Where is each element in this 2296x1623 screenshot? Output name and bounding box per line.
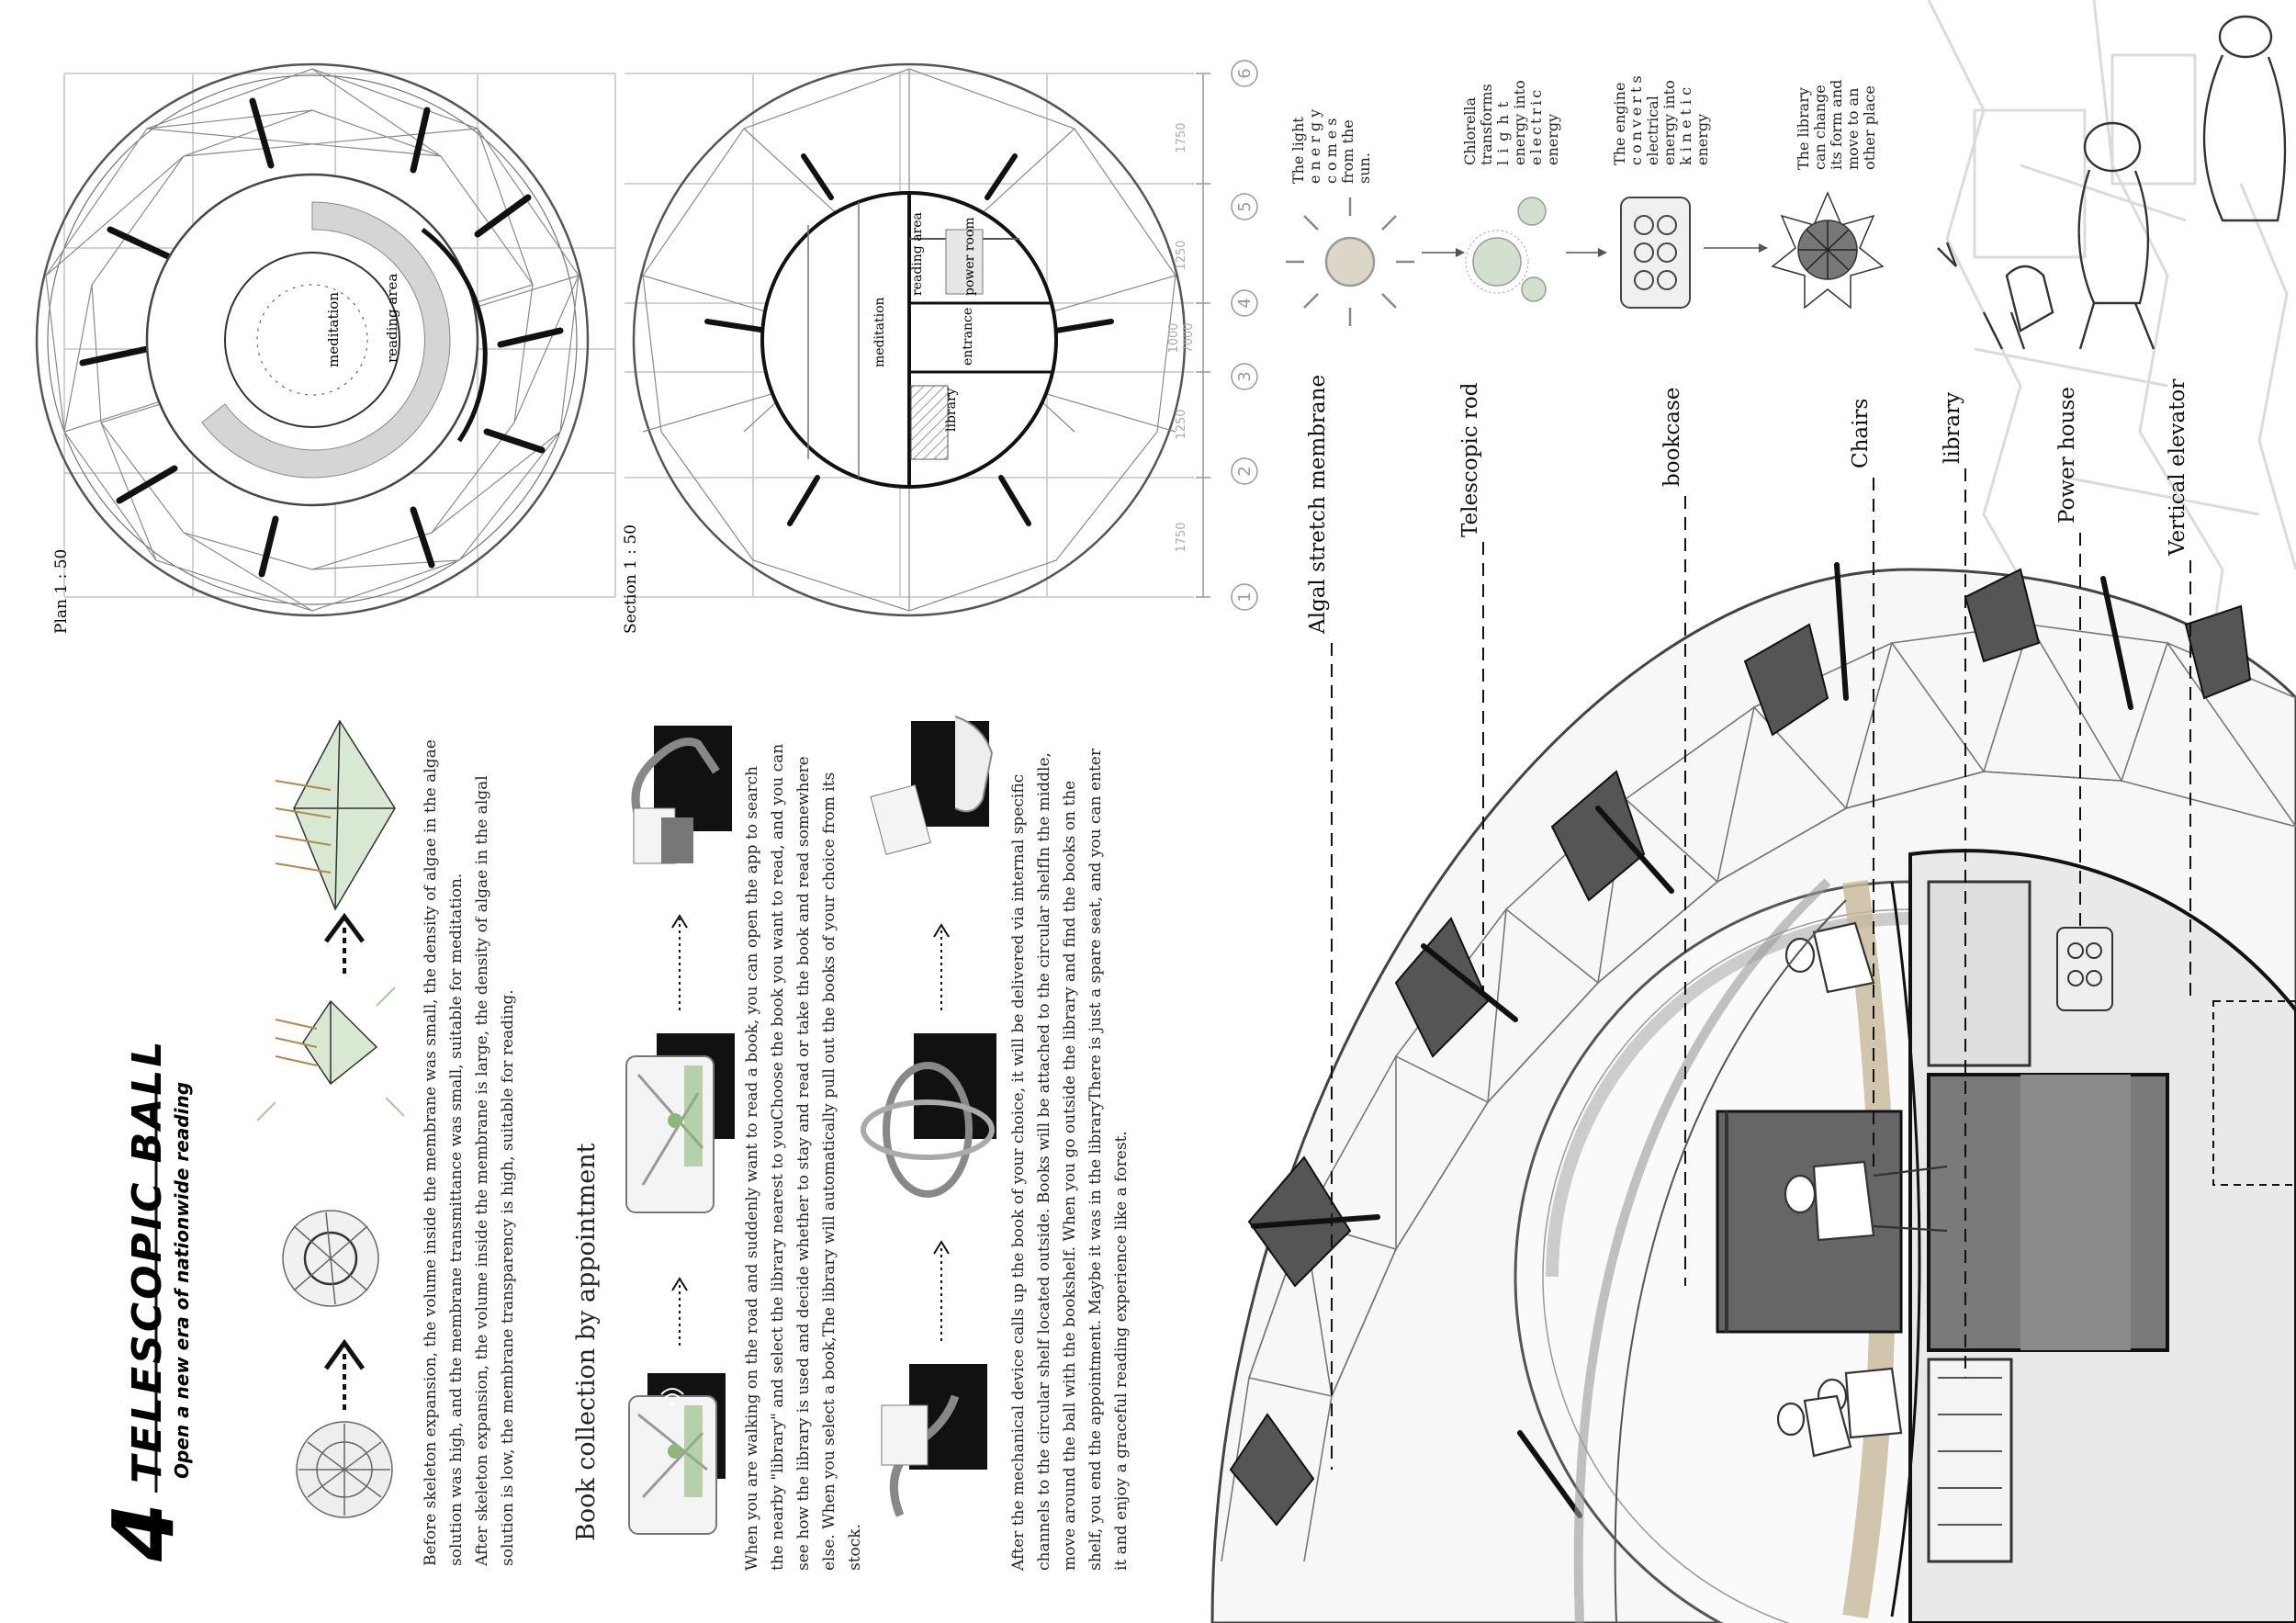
component-label-power-house: Power house bbox=[2055, 387, 2079, 524]
axis-label-3: 3 bbox=[1235, 371, 1255, 381]
expansion-arrow-1 bbox=[323, 1338, 366, 1410]
phone-map-icon bbox=[628, 1373, 726, 1535]
hand-book-icon bbox=[870, 716, 994, 855]
energy-arrowhead-2 bbox=[1598, 248, 1607, 257]
skeleton-sphere-small bbox=[296, 1421, 393, 1518]
storyboard-arrowhead-2b bbox=[933, 923, 950, 938]
axis-label-1: 1 bbox=[1235, 592, 1255, 602]
book-para1-line-3: see how the library is used and decide w… bbox=[794, 756, 813, 1571]
phone-map-icon-2 bbox=[625, 1033, 735, 1213]
book-para1-line-5: stock. bbox=[846, 1523, 864, 1571]
axis-label-2: 2 bbox=[1235, 466, 1255, 476]
component-label-membrane: Algal stretch membrane bbox=[1306, 375, 1330, 635]
section-room-library: library bbox=[944, 388, 959, 432]
sun-icon bbox=[1286, 197, 1414, 326]
plan-room-reading-area: reading area bbox=[384, 274, 400, 363]
compass-ball-icon bbox=[1771, 191, 1885, 310]
book-para2-line-5: it and enjoy a graceful reading experien… bbox=[1112, 1131, 1131, 1571]
plan-scale-label: Plan 1 : 50 bbox=[52, 549, 71, 634]
component-label-library: library bbox=[1941, 392, 1964, 464]
book-para1-line-2: the nearby "library" and select the libr… bbox=[769, 743, 787, 1571]
component-label-telescopic-rod: Telescopic rod bbox=[1458, 382, 1482, 537]
book-collection-heading: Book collection by appointment bbox=[572, 1143, 601, 1542]
membrane-pyramid-large bbox=[275, 719, 396, 911]
membrane-description: Before skeleton expansion, the volume in… bbox=[418, 712, 521, 1566]
membrane-line-1: Before skeleton expansion, the volume in… bbox=[422, 739, 440, 1566]
component-label-vertical-elevator: Vertical elevator bbox=[2166, 379, 2189, 557]
section-scale-label: Section 1 : 50 bbox=[622, 524, 640, 634]
section-drawing bbox=[625, 62, 1194, 617]
component-leader-lines bbox=[1331, 468, 2191, 1470]
people-sketch bbox=[1937, 15, 2287, 350]
dimension-1750-top: 1750 bbox=[1175, 122, 1188, 152]
engine-icon bbox=[1620, 197, 1691, 309]
section-room-reading-area: reading area bbox=[910, 212, 925, 296]
book-para2-line-3: move around the ball with the bookshelf.… bbox=[1061, 780, 1079, 1571]
main-axonometric-ball bbox=[1210, 562, 2296, 1623]
plan-drawing bbox=[35, 62, 616, 617]
book-para2-line-4: shelf, you end the appointment. Maybe it… bbox=[1086, 749, 1105, 1571]
dimension-1000: 1000 bbox=[1167, 322, 1181, 353]
energy-arrowhead-1 bbox=[1456, 248, 1465, 257]
title-number: 4 bbox=[95, 1503, 193, 1562]
section-room-power-room: power room bbox=[962, 217, 977, 296]
dimension-1250-lower: 1250 bbox=[1175, 409, 1188, 439]
storyboard-icons bbox=[625, 716, 996, 1535]
expansion-arrow-2 bbox=[323, 912, 366, 974]
storyboard-arrowhead-1b bbox=[671, 914, 688, 929]
storyboard-arrowhead-2a bbox=[933, 1240, 950, 1255]
book-para1-line-4: else. When you select a book,The library… bbox=[820, 772, 838, 1571]
book-para1-line-1: When you are walking on the road and sud… bbox=[743, 766, 761, 1571]
dimension-1250-upper: 1250 bbox=[1175, 240, 1188, 270]
axis-label-4: 4 bbox=[1235, 298, 1255, 308]
plan-room-meditation: meditation bbox=[325, 292, 342, 367]
energy-arrowhead-3 bbox=[1759, 243, 1768, 253]
axis-label-6: 6 bbox=[1235, 68, 1255, 78]
dimension-axis bbox=[1196, 60, 1258, 611]
robot-arm-icon-2 bbox=[881, 1364, 987, 1517]
book-collection-paragraph-1: When you are walking on the road and sud… bbox=[739, 703, 868, 1571]
book-para2-line-2: channels to the circular shelf located o… bbox=[1035, 752, 1053, 1571]
component-label-bookcase: bookcase bbox=[1660, 388, 1684, 487]
membrane-pyramid-small bbox=[256, 986, 405, 1121]
energy-chain-diagram bbox=[1286, 191, 1885, 326]
book-para2-line-1: After the mechanical device calls up the… bbox=[1009, 773, 1028, 1571]
membrane-line-2: solution was high, and the membrane tran… bbox=[447, 873, 466, 1566]
section-room-entrance: entrance bbox=[961, 308, 975, 366]
membrane-line-4: solution is low, the membrane transparen… bbox=[499, 989, 517, 1566]
storyboard-arrowhead-1a bbox=[671, 1277, 688, 1291]
axis-label-5: 5 bbox=[1235, 201, 1255, 211]
title-subtitle: Open a new era of nationwide reading bbox=[171, 1082, 193, 1479]
dimension-1750-bottom: 1750 bbox=[1175, 522, 1188, 552]
book-collection-paragraph-2: After the mechanical device calls up the… bbox=[1006, 703, 1134, 1571]
component-label-chairs: Chairs bbox=[1849, 399, 1873, 468]
membrane-line-3: After skeleton expansion, the volume ins… bbox=[473, 775, 491, 1566]
robot-arm-icon bbox=[631, 726, 732, 864]
dimension-7000: 7000 bbox=[1182, 322, 1196, 353]
ring-shelf-icon bbox=[861, 1033, 996, 1198]
wifi-icon bbox=[660, 1388, 684, 1406]
skeleton-sphere-expanded bbox=[282, 1210, 379, 1307]
chlorella-icon bbox=[1465, 197, 1547, 302]
title-main: TELESCOPIC BALL bbox=[124, 1039, 171, 1483]
section-room-meditation: meditation bbox=[872, 297, 887, 367]
